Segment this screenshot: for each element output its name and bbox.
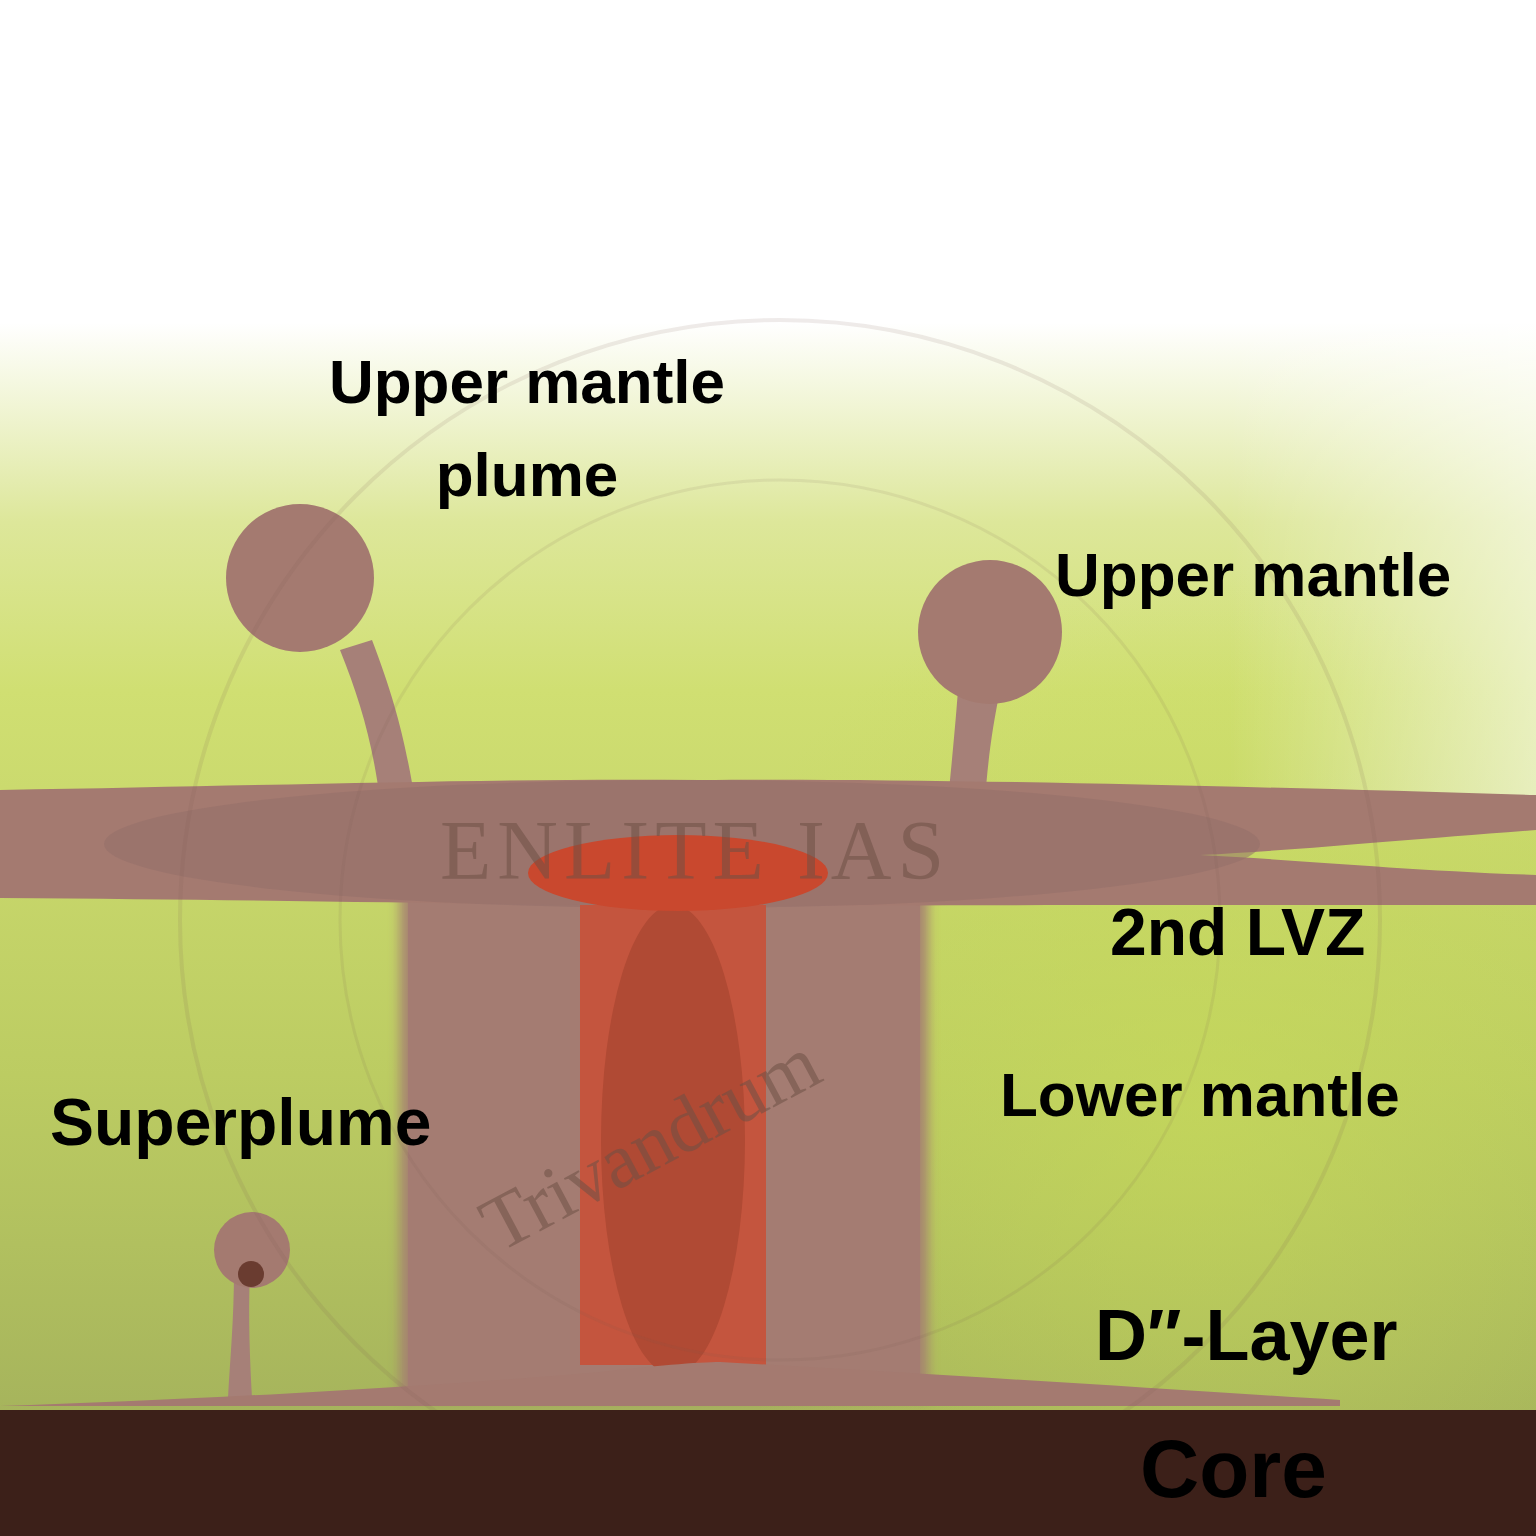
- background-fade: [0, 300, 1536, 800]
- watermark-ring: [340, 480, 1220, 1360]
- layer-label: D″-Layer: [1095, 1283, 1398, 1387]
- plume-stem: [228, 1270, 252, 1398]
- watermark: ENLITE IAS: [440, 790, 950, 912]
- plume-head: [918, 560, 1062, 704]
- core-band: Core: [0, 1410, 1536, 1536]
- layer-label: Upper mantle plume: [287, 335, 767, 521]
- plume-head: [226, 504, 374, 652]
- plume-dot: [238, 1261, 264, 1287]
- layer-label: Lower mantle: [1000, 1050, 1400, 1140]
- superplume-column-core: [408, 860, 920, 1400]
- layer-label: Core: [1140, 1420, 1327, 1518]
- layer-label: 2nd LVZ: [1110, 885, 1365, 981]
- layer-label: Upper mantle: [1055, 530, 1451, 620]
- layer-label: Superplume: [50, 1075, 431, 1171]
- superplume-column: [400, 860, 928, 1400]
- plume-stem: [340, 640, 415, 800]
